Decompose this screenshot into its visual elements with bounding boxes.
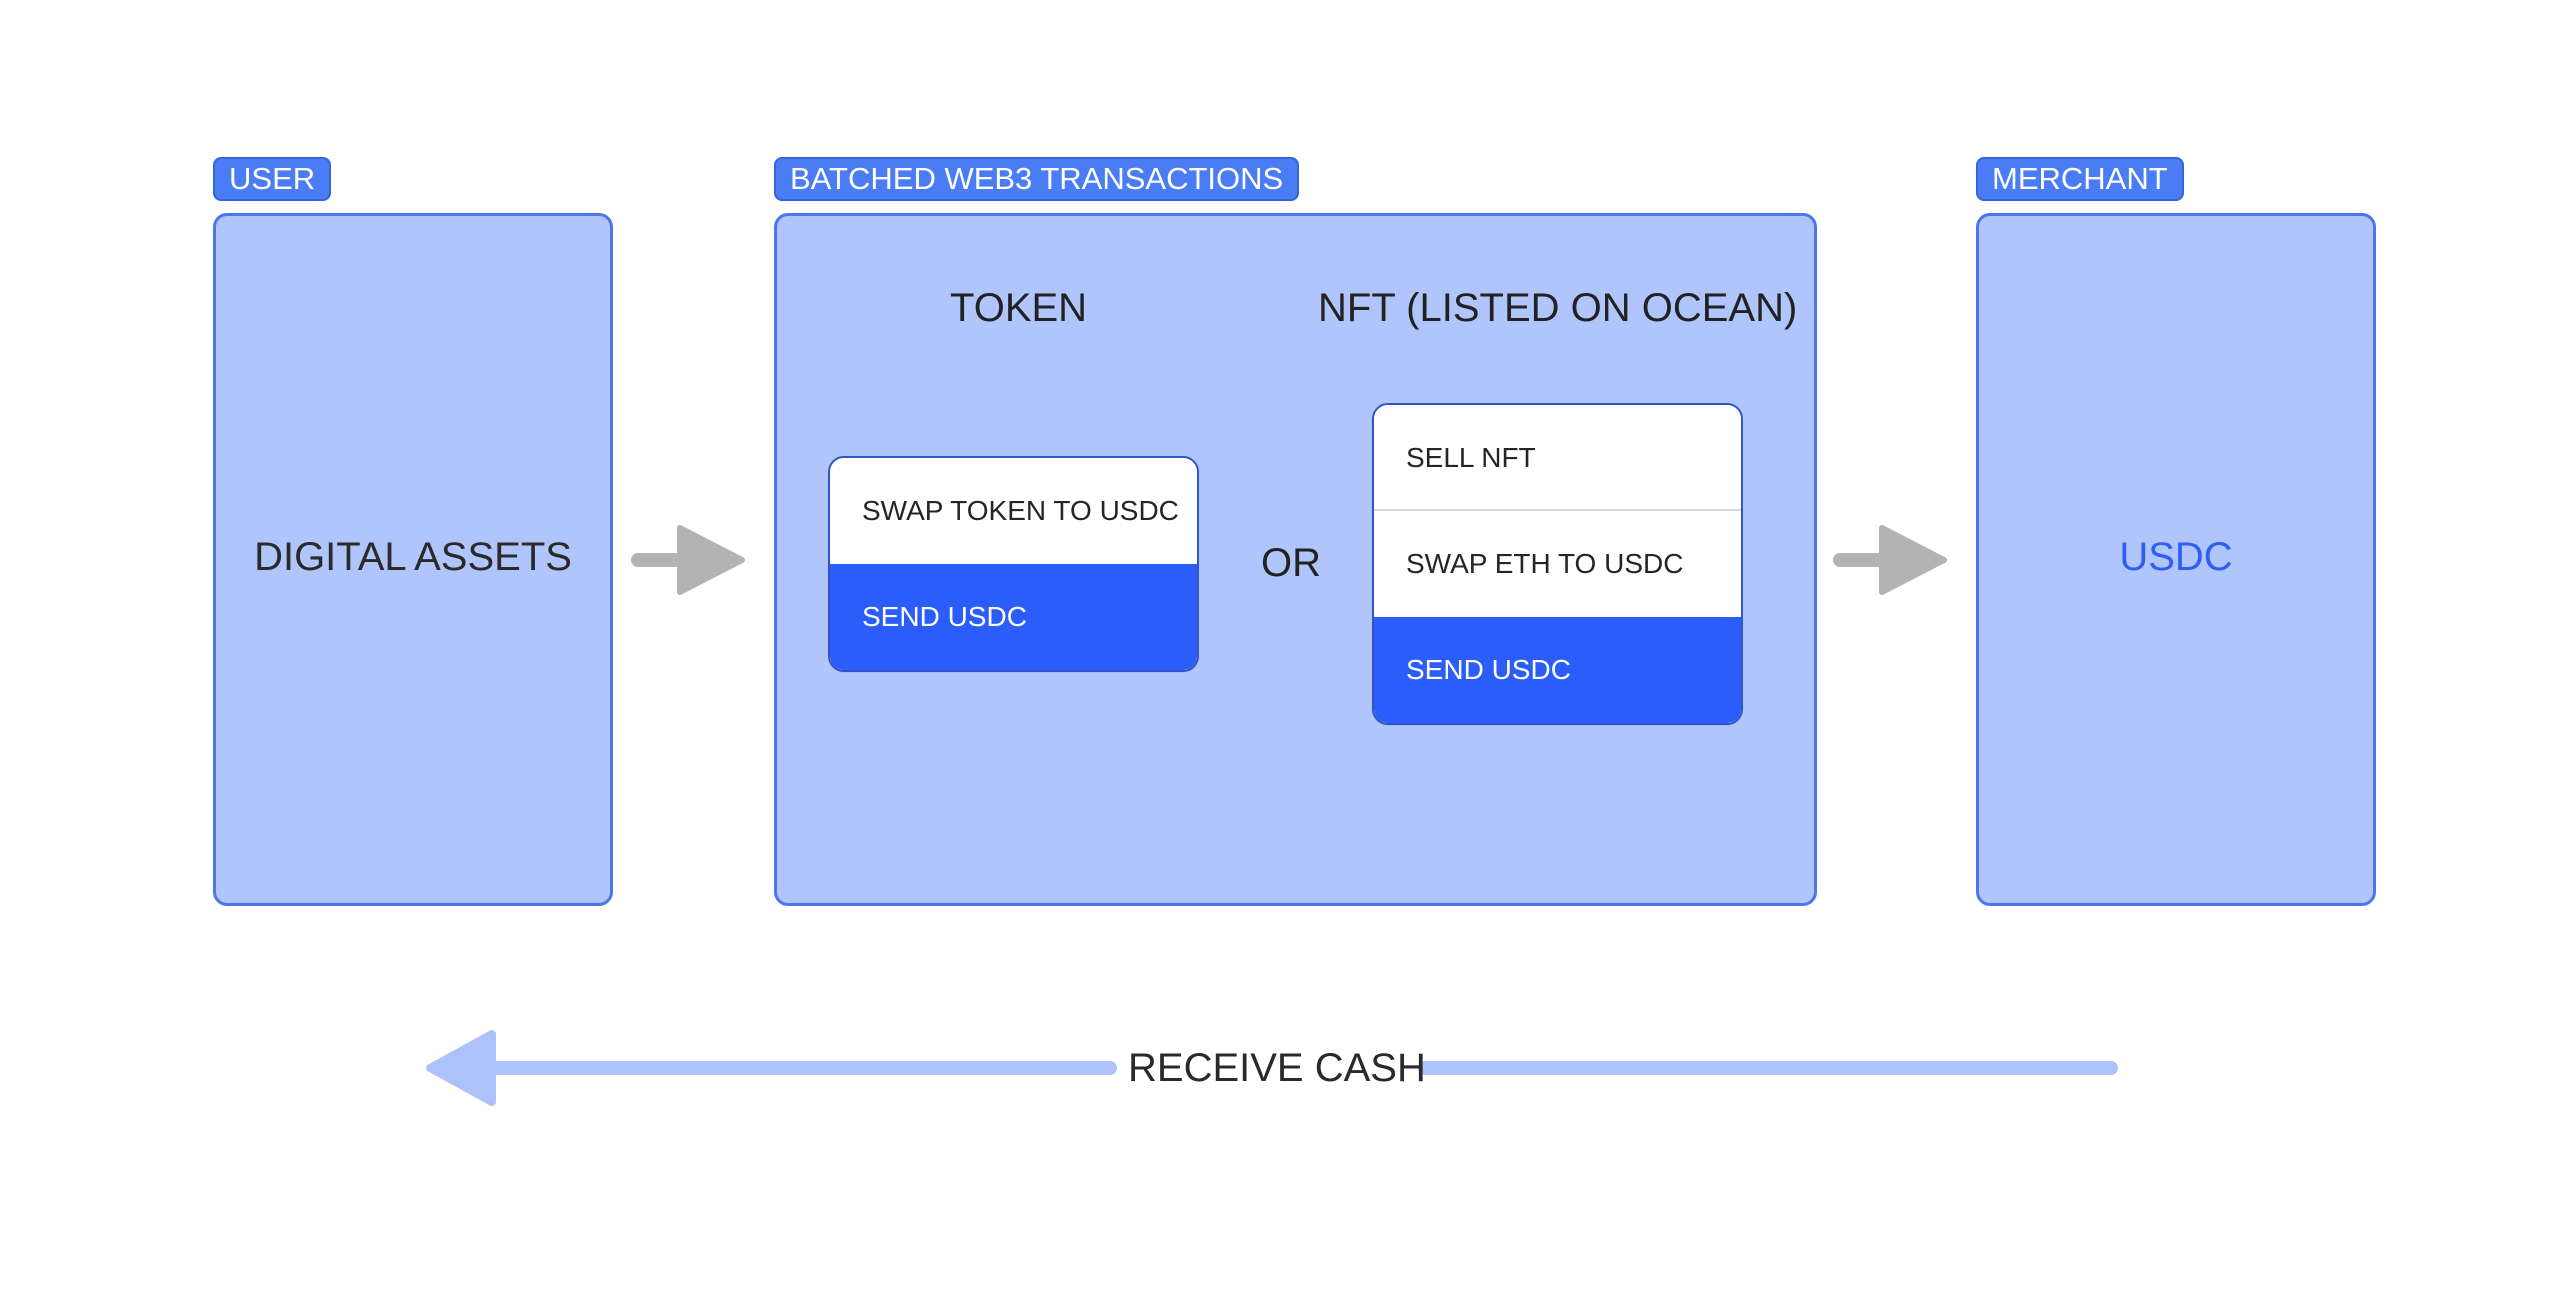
- return-arrow-left-icon: [426, 1030, 2118, 1106]
- step-send-usdc-nft: SEND USDC: [1374, 617, 1741, 723]
- user-tag: USER: [213, 157, 332, 201]
- receive-cash-label: RECEIVE CASH: [1128, 1046, 1426, 1090]
- token-steps-card: SWAP TOKEN TO USDC SEND USDC: [828, 456, 1199, 672]
- batched-transactions-panel: TOKEN NFT (LISTED ON OCEAN) SWAP TOKEN T…: [774, 213, 1817, 906]
- token-heading: TOKEN: [950, 286, 1088, 330]
- nft-heading: NFT (LISTED ON OCEAN): [1318, 286, 1798, 330]
- step-swap-token-to-usdc: SWAP TOKEN TO USDC: [830, 458, 1197, 564]
- flow-arrow-right-icon: [1833, 525, 1947, 595]
- merchant-tag: MERCHANT: [1976, 157, 2184, 201]
- merchant-panel: USDC: [1976, 213, 2376, 906]
- batched-transactions-tag: BATCHED WEB3 TRANSACTIONS: [774, 157, 1300, 201]
- flow-arrow-right-icon: [631, 525, 745, 595]
- usdc-label: USDC: [2119, 535, 2233, 579]
- step-swap-eth-to-usdc: SWAP ETH TO USDC: [1374, 511, 1741, 617]
- step-sell-nft: SELL NFT: [1374, 405, 1741, 511]
- digital-assets-label: DIGITAL ASSETS: [254, 535, 572, 579]
- or-label: OR: [1261, 541, 1321, 585]
- nft-steps-card: SELL NFT SWAP ETH TO USDC SEND USDC: [1372, 403, 1743, 725]
- step-send-usdc: SEND USDC: [830, 564, 1197, 670]
- user-panel: DIGITAL ASSETS: [213, 213, 613, 906]
